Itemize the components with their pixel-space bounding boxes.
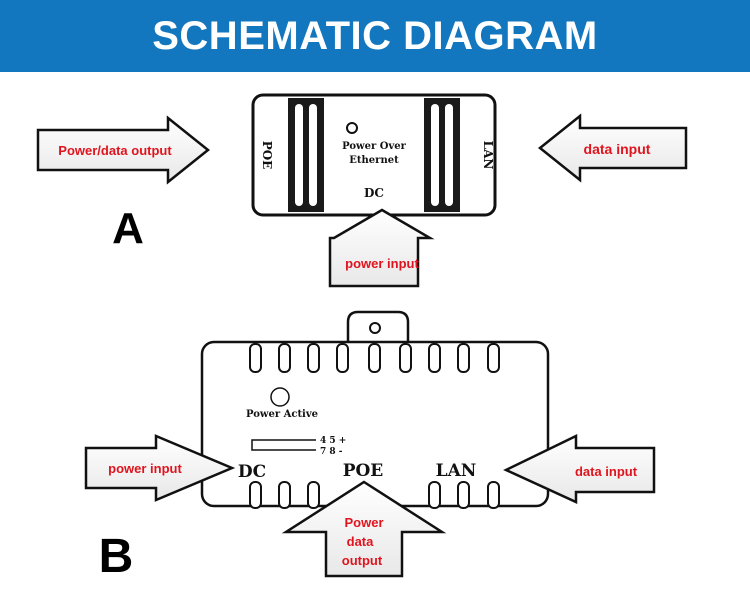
diagram-a-letter: A	[112, 204, 144, 253]
power-data-output-label-b-line1: Power	[344, 515, 383, 530]
diagram-b-letter: B	[99, 530, 134, 583]
power-data-output-label-a: Power/data output	[58, 143, 172, 158]
title-banner: SCHEMATIC DIAGRAM	[0, 0, 750, 72]
port-poe-label-b: POE	[343, 461, 384, 481]
pin-line1: 4 5 +	[320, 436, 346, 446]
left-rail-a	[288, 98, 324, 212]
power-input-arrow-a	[328, 208, 435, 288]
port-lan-label-b: LAN	[436, 461, 477, 481]
power-data-output-label-b-line3: output	[342, 553, 383, 568]
power-active-led-icon	[270, 387, 290, 407]
device-label-line2: Ethernet	[349, 155, 399, 166]
port-dc-label-b: DC	[238, 462, 266, 482]
port-dc-label-a: DC	[364, 186, 384, 200]
diagram-a: Power Over Ethernet DC POE LAN Power/dat…	[36, 93, 688, 288]
power-input-label-b: power input	[108, 461, 182, 476]
power-data-output-arrow-b	[281, 480, 447, 578]
data-input-arrow-a	[537, 113, 688, 183]
power-input-label-a: power input	[345, 256, 419, 271]
page-title: SCHEMATIC DIAGRAM	[152, 13, 598, 58]
data-input-arrow-b	[503, 434, 656, 504]
port-poe-label-a: POE	[260, 141, 274, 170]
mounting-hole-icon	[369, 322, 381, 334]
device-label-line1: Power Over	[342, 141, 407, 152]
pin-legend-bracket	[251, 439, 316, 451]
data-input-label-a: data input	[584, 141, 651, 157]
power-active-label: Power Active	[246, 409, 318, 420]
power-input-arrow-b	[84, 434, 236, 502]
bottom-vents	[249, 481, 500, 509]
pin-line2: 7 8 -	[320, 447, 343, 457]
data-input-label-b: data input	[575, 464, 638, 479]
top-vents	[249, 343, 500, 373]
right-rail-a	[424, 98, 460, 212]
power-data-output-label-b-line2: data	[347, 534, 375, 549]
diagram-b: Power Active 4 5 + 7 8 - DC POE LAN powe…	[84, 310, 656, 583]
port-lan-label-a: LAN	[481, 141, 495, 170]
led-icon	[346, 122, 358, 134]
power-data-output-arrow-a	[36, 115, 211, 185]
